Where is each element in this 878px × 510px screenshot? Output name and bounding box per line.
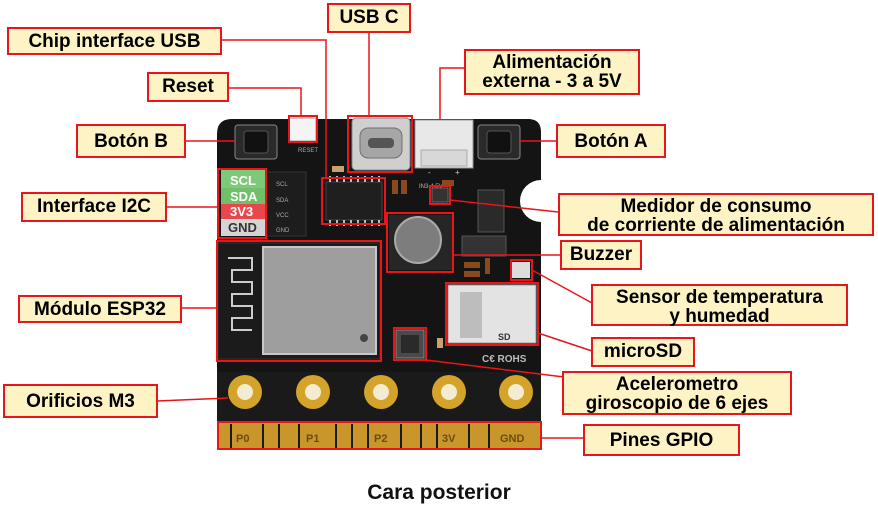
highlight-reset: [288, 115, 318, 143]
highlight-buzzer: [386, 212, 454, 273]
label-temp-line2: y humedad: [669, 306, 770, 327]
label-button-a: Botón A: [556, 124, 666, 158]
highlight-esp32: [216, 240, 382, 362]
label-temp-sensor: Sensor de temperatura y humedad: [591, 284, 848, 326]
highlight-boxes: [216, 115, 542, 450]
label-buzzer: Buzzer: [560, 240, 642, 270]
svg-text:-: -: [428, 168, 431, 177]
label-m3: Orificios M3: [3, 384, 158, 418]
i2c-pin-scl: SCL: [230, 173, 256, 188]
button-b-part: [234, 124, 278, 160]
svg-text:+: +: [455, 168, 460, 177]
label-current-meter: Medidor de consumo de corriente de alime…: [558, 193, 874, 236]
label-gpio: Pines GPIO: [583, 424, 740, 456]
label-ext-power-line2: externa - 3 a 5V: [482, 71, 622, 92]
microsd-slot: SD: [447, 284, 537, 344]
gpio-silk-p0: P0: [236, 433, 249, 445]
usb-c-connector: [351, 117, 411, 171]
leader-m3: [156, 397, 229, 402]
i2c-connector: SCL SDA 3V3 GND SCL SDA VCC GND: [221, 170, 307, 237]
label-temp-line1: Sensor de temperatura: [616, 287, 823, 308]
highlight-usb-chip: [321, 177, 386, 225]
i2c-silk-vcc: VCC: [276, 213, 289, 219]
gpio-silk-3v: 3V: [442, 433, 456, 445]
label-accel-line1: Acelerometro: [615, 374, 739, 395]
gpio-silk-gnd: GND: [500, 433, 525, 445]
highlight-current: [429, 185, 451, 205]
leader-current: [449, 199, 559, 213]
leader-accel: [425, 359, 565, 378]
label-current-line2: de corriente de alimentación: [587, 215, 845, 236]
leader-ext-power: [439, 67, 466, 120]
highlight-usb-c: [347, 115, 413, 173]
label-reset: Reset: [147, 72, 229, 102]
i2c-silk-gnd: GND: [276, 228, 290, 234]
label-i2c: Interface I2C: [21, 192, 167, 222]
esp32-module: [217, 242, 381, 360]
leader-temp: [531, 269, 593, 304]
i2c-silk-scl: SCL: [276, 182, 288, 188]
reset-silk: RESET: [298, 148, 318, 154]
buzzer-part: [389, 215, 452, 270]
sd-silk: SD: [498, 332, 511, 342]
label-accel-line2: giroscopio de 6 ejes: [585, 393, 769, 414]
highlight-accel: [393, 327, 427, 361]
label-microsd: microSD: [591, 337, 695, 367]
label-ext-power-line1: Alimentación: [492, 52, 612, 73]
i2c-pin-sda: SDA: [230, 189, 258, 204]
smd-led: [437, 338, 443, 348]
highlight-microsd: [445, 282, 539, 346]
ic-small: [461, 235, 507, 257]
highlight-gpio: [217, 421, 542, 450]
ext-power-connector: - +: [414, 119, 474, 177]
accelerometer-part: [395, 329, 425, 359]
gpio-silk-p1: P1: [306, 433, 319, 445]
button-a-part: [477, 124, 521, 160]
highlight-i2c: [217, 168, 267, 239]
label-esp32: Módulo ESP32: [18, 295, 182, 323]
reset-button-part: [288, 117, 317, 142]
label-button-b: Botón B: [76, 124, 186, 158]
regulator: [477, 189, 505, 233]
smd-components: [332, 166, 490, 277]
i2c-silk-sda: SDA: [276, 198, 288, 204]
gpio-edge: P0 P1 P2 3V GND: [219, 423, 540, 448]
label-accelerometer: Acelerometro giroscopio de 6 ejes: [562, 371, 792, 415]
caption: Cara posterior: [367, 481, 511, 504]
m3-holes: [228, 375, 533, 409]
rohs-silk: C€ ROHS: [482, 354, 527, 365]
label-chip-usb: Chip interface USB: [7, 27, 222, 55]
leader-reset: [228, 87, 302, 116]
temp-sensor-part: [512, 262, 530, 278]
label-current-line1: Medidor de consumo: [620, 196, 812, 217]
i2c-pin-gnd: GND: [228, 220, 257, 235]
leader-lines: [156, 33, 593, 439]
leader-microsd: [537, 332, 593, 352]
i2c-pin-3v3: 3V3: [230, 204, 253, 219]
label-ext-power: Alimentación externa - 3 a 5V: [464, 49, 640, 95]
label-usb-c: USB C: [327, 3, 411, 33]
usb-chip: [325, 176, 383, 226]
leader-usb-chip: [222, 39, 327, 178]
current-sensor-part: [431, 187, 449, 203]
gpio-silk-p2: P2: [374, 433, 387, 445]
